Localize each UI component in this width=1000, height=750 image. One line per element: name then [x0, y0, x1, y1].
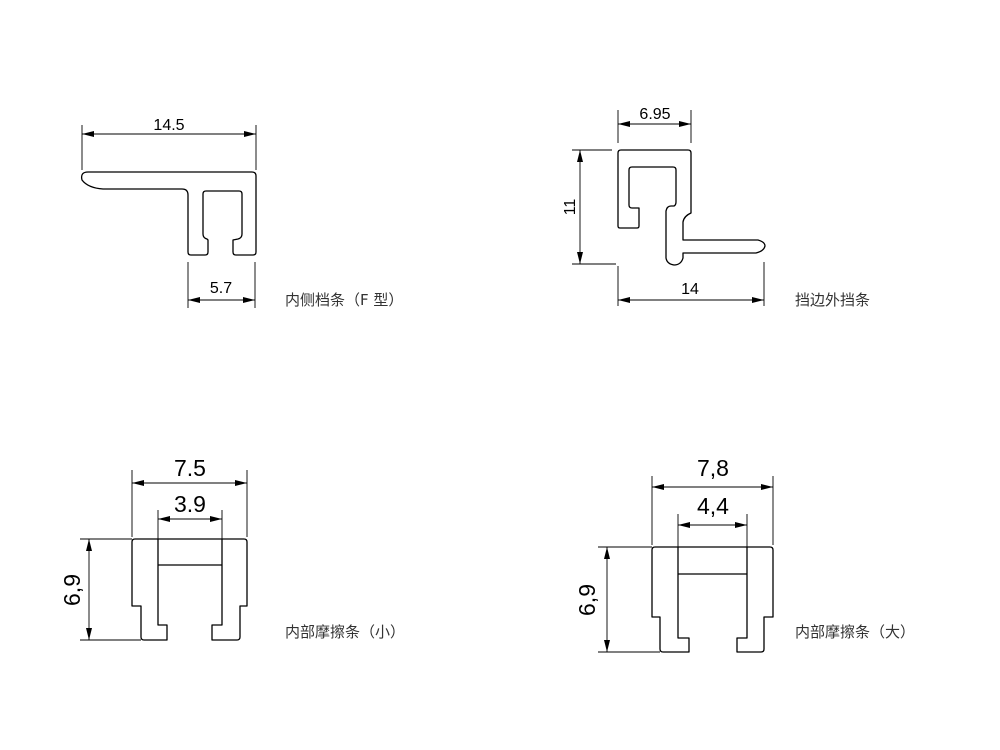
dimension-height: 6,9	[574, 584, 600, 616]
dimension-inner: 3.9	[174, 491, 206, 517]
drawing-friction-strip-large: 7,8 4,4 6,9 内部摩擦条（大）	[574, 455, 915, 653]
f-type-profile	[80, 171, 257, 256]
dimension-height: 6,9	[59, 574, 85, 606]
dimension-inner: 4,4	[697, 493, 729, 519]
drawing-label: 内部摩擦条（小）	[285, 623, 405, 641]
drawing-edge-outer-strip: 6.95 11 14 挡边外挡条	[562, 106, 870, 309]
drawing-label: 挡边外挡条	[795, 291, 870, 309]
edge-strip-profile	[617, 149, 766, 266]
dimension-outer: 7.5	[174, 455, 206, 481]
drawing-label: 内侧档条（F 型）	[285, 291, 403, 309]
friction-large-profile	[651, 546, 774, 653]
dimension-height: 11	[562, 199, 579, 216]
friction-small-profile	[131, 538, 248, 641]
drawing-friction-strip-small: 7.5 3.9 6,9 内部摩擦条（小）	[59, 455, 405, 641]
drawing-label: 内部摩擦条（大）	[795, 623, 915, 641]
dimension-width: 14	[681, 281, 699, 298]
dimension-outer: 7,8	[697, 455, 729, 481]
drawing-f-type-strip: 14.5 5.7 内侧档条（F 型）	[80, 117, 403, 309]
dimension-slot: 5.7	[210, 280, 232, 297]
dimension-width: 14.5	[153, 117, 184, 134]
dimension-top: 6.95	[639, 106, 670, 123]
